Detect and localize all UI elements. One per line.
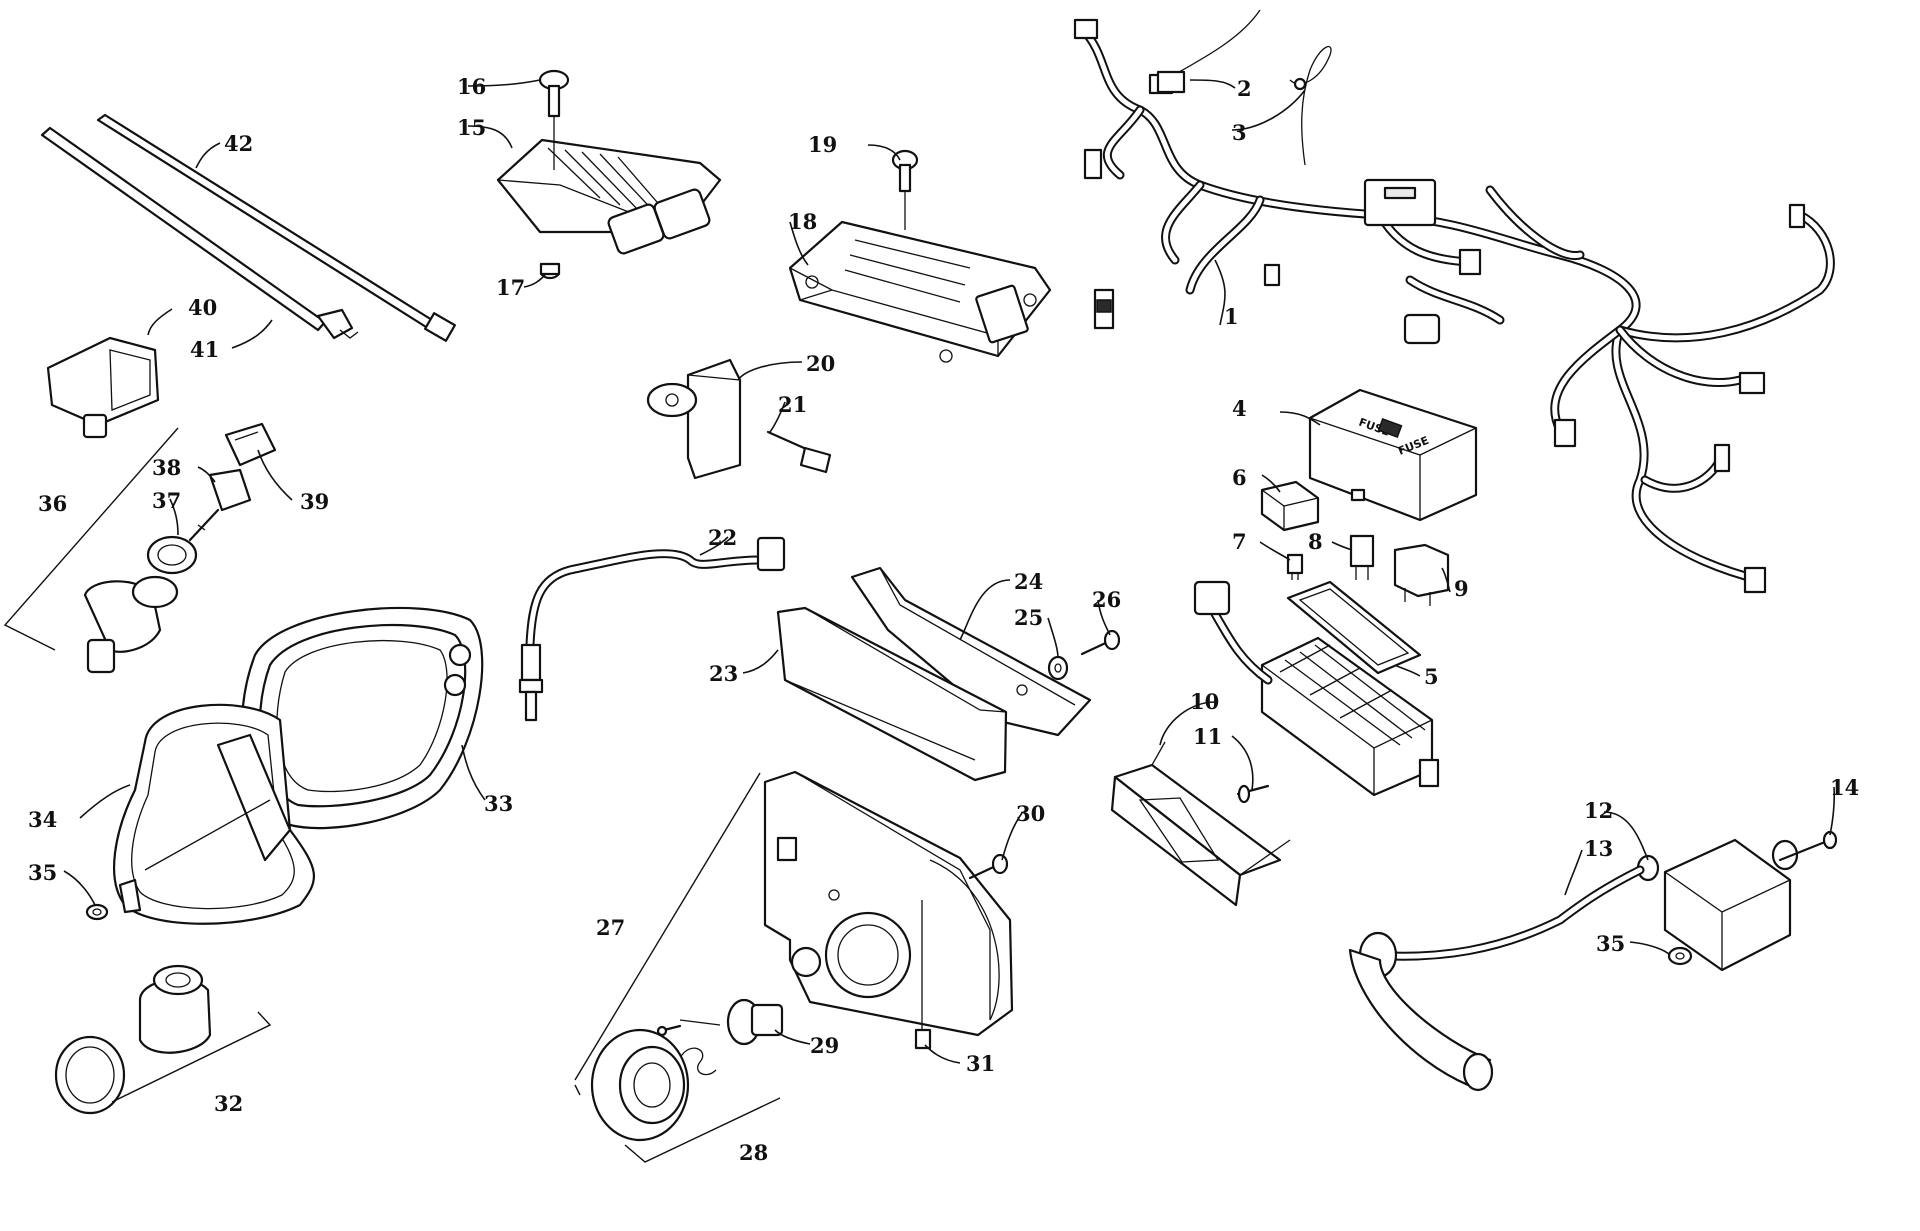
leader-lines bbox=[63, 79, 1835, 1064]
coil-nut bbox=[1667, 946, 1693, 966]
callout-38: 38 bbox=[152, 455, 181, 480]
callout-18: 18 bbox=[788, 209, 817, 234]
bracket-screw-26 bbox=[1080, 629, 1121, 656]
ecu-module bbox=[788, 220, 1052, 363]
tilt-sensor bbox=[646, 358, 742, 480]
ignition-switch bbox=[83, 575, 179, 674]
cluster-nut bbox=[85, 903, 109, 921]
fuse-block bbox=[1193, 580, 1440, 797]
callout-5: 5 bbox=[1424, 664, 1439, 689]
callout-26: 26 bbox=[1092, 587, 1121, 612]
callout-36: 36 bbox=[38, 491, 67, 516]
relay-small bbox=[1260, 480, 1320, 532]
callout-7: 7 bbox=[1232, 529, 1247, 554]
callout-16: 16 bbox=[457, 74, 486, 99]
callout-10: 10 bbox=[1190, 689, 1219, 714]
callout-39: 39 bbox=[300, 489, 329, 514]
callout-24: 24 bbox=[1014, 569, 1043, 594]
voltage-regulator bbox=[496, 138, 722, 255]
coil-bolt bbox=[1778, 830, 1838, 862]
adjuster-clip bbox=[914, 900, 932, 1050]
fuse-box-cover: FUSE FUSE bbox=[1308, 388, 1478, 522]
instrument-pod bbox=[113, 703, 315, 925]
callout-14: 14 bbox=[1830, 775, 1859, 800]
callout-3: 3 bbox=[1232, 120, 1247, 145]
lens-trim bbox=[776, 606, 1008, 782]
callout-4: 4 bbox=[1232, 396, 1247, 421]
headlight-bracket bbox=[850, 566, 1092, 737]
callout-20: 20 bbox=[806, 351, 835, 376]
headlight-bezel bbox=[590, 1028, 690, 1142]
regulator-screw bbox=[538, 69, 570, 170]
callout-6: 6 bbox=[1232, 465, 1247, 490]
headlight-housing bbox=[763, 770, 1014, 1037]
callout-37: 37 bbox=[152, 488, 181, 513]
callout-17: 17 bbox=[496, 275, 525, 300]
fuse-block-gasket bbox=[1286, 580, 1422, 675]
ecu-screw bbox=[891, 149, 919, 230]
callout-9: 9 bbox=[1454, 576, 1469, 601]
regulator-nut bbox=[539, 262, 561, 280]
callout-27: 27 bbox=[596, 915, 625, 940]
callout-12: 12 bbox=[1584, 798, 1613, 823]
callout-34: 34 bbox=[28, 807, 57, 832]
cable-tie bbox=[1289, 45, 1332, 166]
callout-21: 21 bbox=[778, 392, 807, 417]
mini-fuse bbox=[1286, 553, 1304, 580]
callout-40: 40 bbox=[188, 295, 217, 320]
bracket-washer bbox=[1047, 655, 1069, 681]
callout-33: 33 bbox=[484, 791, 513, 816]
instrument-cluster bbox=[240, 606, 484, 830]
callout-15: 15 bbox=[457, 115, 486, 140]
callout-labels: 1 2 3 4 5 6 7 8 9 10 11 12 13 14 15 16 1… bbox=[28, 74, 1859, 1165]
relay bbox=[1393, 543, 1450, 606]
ignition-coil bbox=[1636, 838, 1799, 972]
wiring-harness bbox=[1073, 18, 1835, 594]
sensor-bolt bbox=[766, 430, 832, 474]
callout-25: 25 bbox=[1014, 605, 1043, 630]
callout-22: 22 bbox=[708, 525, 737, 550]
callout-1: 1 bbox=[1224, 304, 1239, 329]
callout-13: 13 bbox=[1584, 836, 1613, 861]
fuse-block-bracket bbox=[1110, 741, 1291, 907]
power-socket-plug bbox=[46, 336, 160, 439]
callout-23: 23 bbox=[709, 661, 738, 686]
callout-29: 29 bbox=[810, 1033, 839, 1058]
callout-41: 41 bbox=[190, 337, 219, 362]
accessory-socket bbox=[54, 964, 212, 1115]
cable-tie-mount bbox=[40, 126, 359, 340]
group-brackets bbox=[3, 427, 781, 1163]
wire-clip bbox=[1156, 9, 1261, 94]
callout-42: 42 bbox=[224, 131, 253, 156]
speed-sensor bbox=[518, 536, 786, 722]
callout-35-cluster: 35 bbox=[28, 860, 57, 885]
callout-35-coil: 35 bbox=[1596, 931, 1625, 956]
switch-bezel-ring bbox=[146, 535, 198, 575]
callout-19: 19 bbox=[808, 132, 837, 157]
callout-30: 30 bbox=[1016, 801, 1045, 826]
callout-31: 31 bbox=[966, 1051, 995, 1076]
spark-plug-wire bbox=[1348, 865, 1645, 1092]
callout-2: 2 bbox=[1237, 76, 1252, 101]
callout-32: 32 bbox=[214, 1091, 243, 1116]
bracket-screw bbox=[1236, 784, 1270, 804]
housing-screw bbox=[968, 853, 1009, 880]
callout-28: 28 bbox=[739, 1140, 768, 1165]
key-cap bbox=[224, 422, 277, 467]
ignition-key bbox=[188, 468, 252, 542]
callout-8: 8 bbox=[1308, 529, 1323, 554]
maxi-fuse bbox=[1349, 534, 1375, 580]
cable-tie-long bbox=[96, 113, 456, 342]
callout-11: 11 bbox=[1193, 724, 1222, 749]
